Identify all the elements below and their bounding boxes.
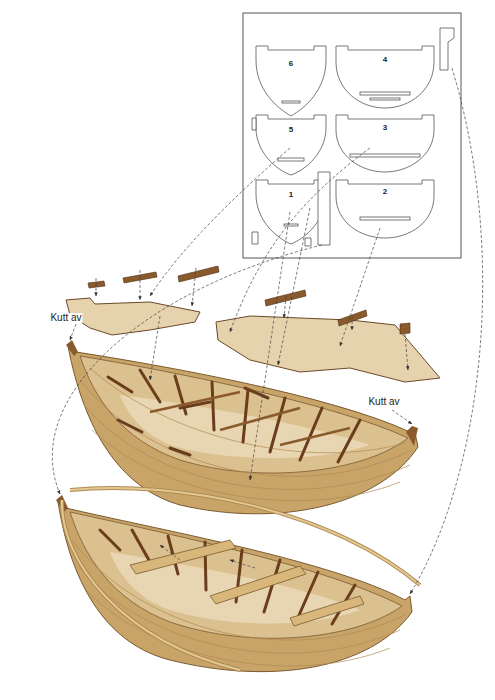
leader-lines	[52, 68, 482, 594]
part-number: 5	[289, 126, 293, 134]
cut-note: Kutt av	[49, 313, 82, 323]
part-number: 2	[383, 188, 387, 196]
parts-sheet	[243, 13, 461, 258]
bulkhead-parts	[252, 28, 454, 246]
cut-note: Kutt av	[367, 397, 400, 407]
gunwale-rail	[62, 500, 240, 670]
part-number: 6	[289, 60, 293, 68]
gunwale-rail	[70, 488, 420, 585]
gunwale-rail	[70, 488, 420, 585]
lower-hull	[56, 495, 412, 672]
thwart-sticks	[88, 266, 410, 334]
gunwale-rail	[62, 500, 240, 670]
part-number: 3	[383, 124, 387, 132]
part-number: 1	[289, 191, 293, 199]
part-number: 4	[383, 56, 387, 64]
